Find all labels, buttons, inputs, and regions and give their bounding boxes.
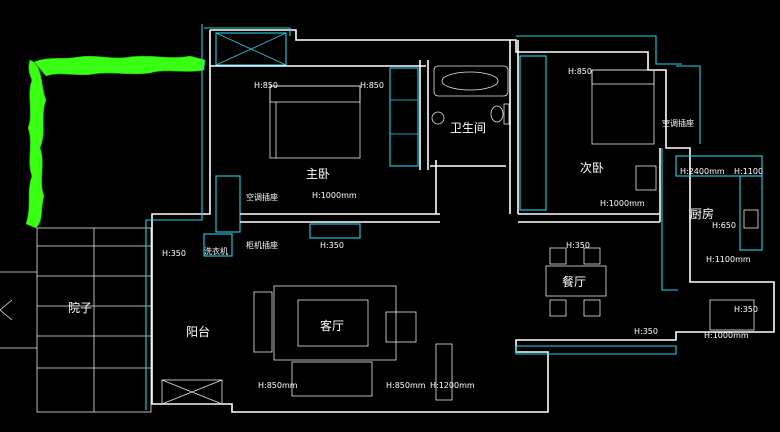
socket-label: H:350	[320, 241, 344, 250]
socket-label: H:850	[254, 81, 278, 90]
socket-note: 柜机插座	[246, 240, 278, 250]
outer-walls	[145, 24, 775, 413]
balcony-fixtures	[161, 233, 233, 405]
socket-label: H:1200mm	[430, 381, 475, 390]
socket-note: 洗衣机	[204, 246, 228, 256]
socket-label: H:850mm	[386, 381, 426, 390]
plant-hedge	[25, 55, 206, 229]
kitchen-fixtures	[675, 155, 763, 331]
socket-note: 空调插座	[246, 192, 278, 202]
socket-label: H:850	[360, 81, 384, 90]
socket-label: H:850	[568, 67, 592, 76]
dining-label: 餐厅	[562, 274, 586, 289]
master-bed	[269, 67, 419, 167]
master-bedroom-label: 主卧	[306, 167, 330, 181]
socket-label: H:1000mm	[312, 191, 357, 200]
socket-label: H:350	[734, 305, 758, 314]
socket-label: H:1100mm	[706, 255, 751, 264]
yard-grid	[0, 227, 152, 413]
balcony-label: 阳台	[186, 324, 210, 339]
living-furniture	[253, 223, 453, 401]
second-bedroom-label: 次卧	[580, 161, 604, 175]
socket-label: H:350	[566, 241, 590, 250]
bathroom-fixtures	[431, 65, 510, 125]
dining-table	[545, 247, 607, 317]
kitchen-label: 厨房	[690, 206, 714, 221]
bathroom-label: 卫生间	[450, 121, 486, 135]
socket-note: 空调插座	[662, 118, 694, 128]
socket-label: H:350	[634, 327, 658, 336]
socket-label: H:1000mm	[704, 331, 749, 340]
socket-label: H:2400mm	[680, 167, 725, 176]
yard-label: 院子	[68, 301, 92, 315]
interior-walls	[210, 40, 661, 223]
socket-label: H:1100	[734, 167, 763, 176]
socket-label: H:650	[712, 221, 736, 230]
second-bed	[519, 55, 657, 211]
socket-label: H:350	[162, 249, 186, 258]
socket-label: H:1000mm	[600, 199, 645, 208]
socket-label: H:850mm	[258, 381, 298, 390]
living-label: 客厅	[320, 318, 344, 333]
